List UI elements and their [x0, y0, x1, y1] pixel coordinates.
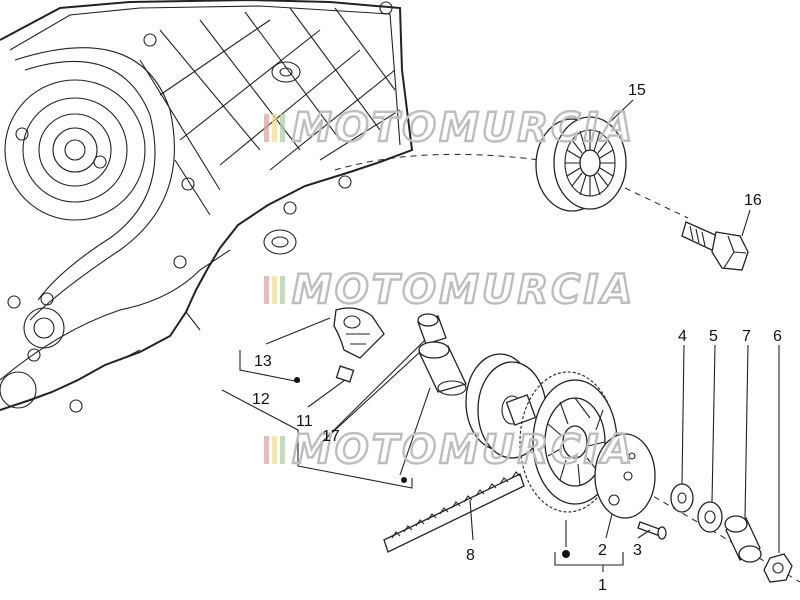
watermark-bottom: MOTOMURCIA — [264, 426, 635, 474]
nut-6 — [763, 553, 793, 583]
watermark-text: MOTOMURCIA — [292, 105, 635, 151]
watermark-middle: MOTOMURCIA — [264, 266, 635, 314]
small-block — [335, 365, 355, 383]
bushing-small — [417, 313, 447, 345]
watermark-top: MOTOMURCIA — [264, 104, 635, 152]
axis-lines — [334, 153, 800, 583]
washer-5 — [697, 501, 723, 533]
callout-2: 2 — [598, 542, 607, 559]
spacer-7 — [724, 515, 762, 563]
watermark-text: MOTOMURCIA — [292, 267, 635, 313]
roller-pulley — [535, 116, 627, 212]
callout-labels: 15 16 4 5 7 6 13 12 11 17 8 2 3 1 — [252, 82, 782, 594]
callout-17: 17 — [322, 428, 340, 445]
callout-15: 15 — [628, 82, 646, 99]
callout-7: 7 — [742, 328, 751, 345]
callout-16: 16 — [744, 192, 762, 209]
slider-piece — [333, 307, 385, 359]
callout-13: 13 — [254, 353, 272, 370]
callout-4: 4 — [678, 328, 687, 345]
movable-pulley-half — [465, 353, 547, 459]
bushing-large — [418, 341, 467, 396]
crankcase-housing — [0, 0, 414, 413]
bullet-dots — [294, 377, 570, 558]
counter-plate — [594, 433, 656, 519]
small-screw — [637, 521, 667, 540]
leader-lines — [221, 99, 780, 572]
callout-8: 8 — [466, 547, 475, 564]
callout-5: 5 — [709, 328, 718, 345]
callout-6: 6 — [773, 328, 782, 345]
callout-1: 1 — [598, 577, 607, 594]
callout-3: 3 — [633, 542, 642, 559]
drive-belt — [383, 471, 525, 553]
washer-4 — [670, 483, 694, 513]
watermark-text: MOTOMURCIA — [292, 427, 635, 473]
pulley-bolt — [681, 221, 749, 271]
callout-12: 12 — [252, 391, 270, 408]
callout-11: 11 — [296, 413, 313, 430]
